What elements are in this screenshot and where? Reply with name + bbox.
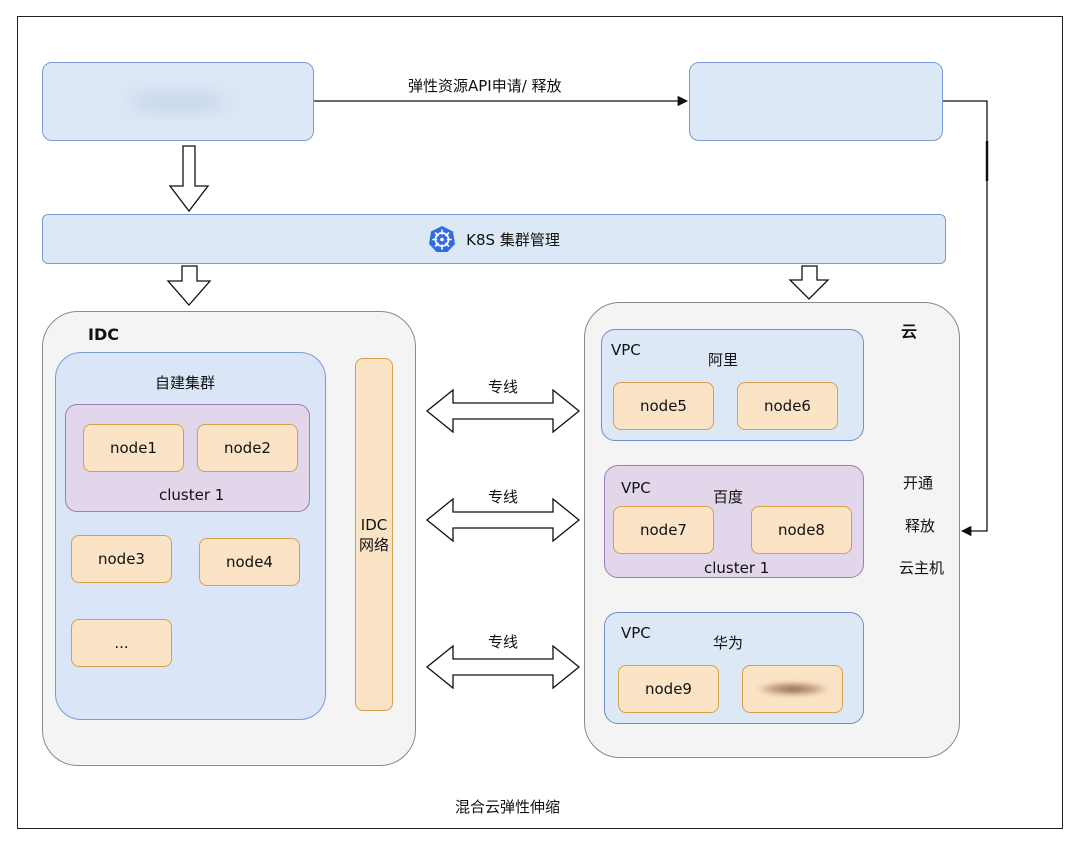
node-2: node2 [197,424,298,472]
idc-title: IDC [88,325,119,344]
link-arrow-2 [425,497,581,543]
down-arrow-2 [166,265,212,306]
diagram-frame [17,16,1063,829]
top-right-box [689,62,943,141]
top-left-box-redacted-text [118,90,238,114]
vpc-aliyun-tag: VPC [611,341,641,359]
link-label-2: 专线 [488,488,519,506]
self-built-cluster-title: 自建集群 [155,374,216,392]
api-arrow-label: 弹性资源API申请/ 释放 [408,77,562,95]
kubernetes-icon [428,225,456,253]
node-7: node7 [613,506,714,554]
idc-cluster-label: cluster 1 [159,486,225,504]
link-arrow-3 [425,644,581,690]
node-5: node5 [613,382,714,430]
idc-network-label: IDC 网络 [358,515,389,554]
node-1: node1 [83,424,184,472]
down-arrow-1 [168,145,210,213]
node-redacted [742,665,843,713]
link-label-1: 专线 [488,378,519,396]
cloud-title: 云 [901,322,918,341]
down-arrow-3 [788,265,830,300]
node-4: node4 [199,538,300,586]
side-label-release: 释放 [905,517,936,535]
redacted-text [757,682,828,696]
node-ellipsis: ... [71,619,172,667]
k8s-management-bar: K8S 集群管理 [42,214,946,264]
k8s-bar-label: K8S 集群管理 [466,230,560,249]
link-label-3: 专线 [488,633,519,651]
side-label-open: 开通 [903,474,934,492]
node-9: node9 [618,665,719,713]
vpc-baidu-tag: VPC [621,479,651,497]
link-arrow-1 [425,388,581,434]
diagram-caption: 混合云弹性伸缩 [455,798,561,816]
vpc-huawei-provider: 华为 [713,634,744,652]
vpc-huawei-tag: VPC [621,624,651,642]
vpc-aliyun-provider: 阿里 [708,351,739,369]
node-8: node8 [751,506,852,554]
node-3: node3 [71,535,172,583]
vpc-baidu-provider: 百度 [713,488,744,506]
top-left-box [42,62,314,141]
node-6: node6 [737,382,838,430]
vpc-baidu-cluster-label: cluster 1 [704,559,770,577]
release-connector [943,100,988,537]
idc-network: IDC 网络 [355,358,393,711]
side-label-cloud-host: 云主机 [899,559,945,577]
